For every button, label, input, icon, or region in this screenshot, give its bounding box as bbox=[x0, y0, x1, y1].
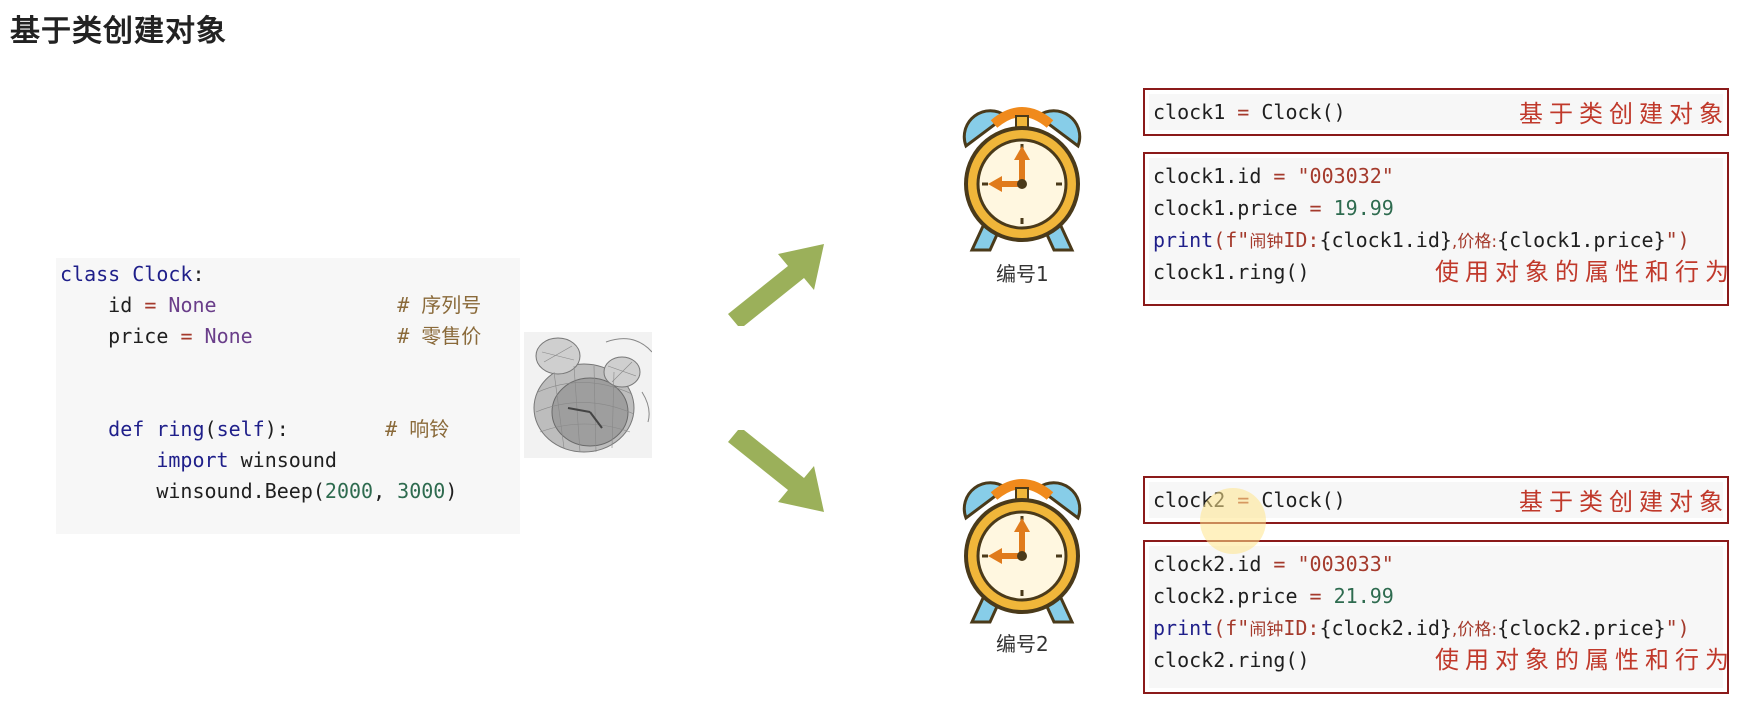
clock1-label: 编号1 bbox=[996, 262, 1049, 286]
clock1-use-note: 使用对象的属性和行为 bbox=[1435, 258, 1735, 286]
clock1-print-line: print(f"闹钟ID:{clock1.id},价格:{clock1.pric… bbox=[1153, 224, 1690, 256]
code-background bbox=[1149, 94, 1723, 130]
code-call: Clock() bbox=[1261, 100, 1346, 124]
code-expr: {clock1.id} bbox=[1319, 228, 1452, 252]
code-call: winsound.Beep( bbox=[156, 479, 325, 503]
code-attr-name: price bbox=[108, 324, 169, 348]
code-line-id: id = None # 序列号 bbox=[60, 289, 481, 321]
clock2-create-box: clock2 = Clock() 基于类创建对象 bbox=[1143, 476, 1729, 524]
code-string: 闹钟 bbox=[1249, 620, 1284, 640]
code-string: ID: bbox=[1283, 228, 1320, 252]
code-module: winsound bbox=[240, 448, 337, 472]
clock2-label: 编号2 bbox=[996, 632, 1049, 656]
code-var: clock1.price bbox=[1153, 196, 1298, 220]
clock2-ring-line: clock2.ring() bbox=[1153, 648, 1310, 672]
code-keyword: def bbox=[108, 417, 145, 441]
code-number: 3000 bbox=[397, 479, 446, 503]
code-string: "003032" bbox=[1297, 164, 1394, 188]
code-string: (f" bbox=[1213, 228, 1250, 252]
code-string: ,价格: bbox=[1451, 620, 1498, 640]
clock1-create-code: clock1 = Clock() bbox=[1153, 96, 1346, 128]
code-method-name: ring bbox=[156, 417, 205, 441]
alarm-clock-icon bbox=[962, 107, 1082, 252]
code-expr: {clock1.price} bbox=[1497, 228, 1666, 252]
code-string: "003033" bbox=[1297, 552, 1394, 576]
code-keyword: import bbox=[156, 448, 229, 472]
code-number: 19.99 bbox=[1333, 196, 1394, 220]
clock2-create-note: 基于类创建对象 bbox=[1519, 488, 1729, 516]
code-comment-hash: # bbox=[385, 417, 398, 441]
clock1-create-box: clock1 = Clock() 基于类创建对象 bbox=[1143, 88, 1729, 136]
code-line-price: price = None # 零售价 bbox=[60, 320, 481, 352]
clock1-price-line: clock1.price = 19.99 bbox=[1153, 192, 1394, 224]
clock1-id-line: clock1.id = "003032" bbox=[1153, 160, 1394, 192]
code-operator: = bbox=[1261, 164, 1298, 188]
pointer-highlight bbox=[1200, 488, 1266, 554]
clock2-id-line: clock2.id = "003033" bbox=[1153, 548, 1394, 580]
code-var: clock2.id bbox=[1153, 552, 1262, 576]
code-value: None bbox=[204, 324, 253, 348]
code-sep: , bbox=[373, 479, 398, 503]
code-self: self bbox=[216, 417, 265, 441]
code-background bbox=[1149, 546, 1723, 688]
clock1-usage-box: clock1.id = "003032" clock1.price = 19.9… bbox=[1143, 152, 1729, 306]
code-number: 2000 bbox=[324, 479, 374, 503]
code-background bbox=[1149, 158, 1723, 300]
code-expr: {clock2.id} bbox=[1319, 616, 1452, 640]
code-operator: = bbox=[1261, 552, 1298, 576]
code-keyword: class bbox=[60, 262, 121, 286]
clock2-use-note: 使用对象的属性和行为 bbox=[1435, 646, 1735, 674]
code-line-beep: winsound.Beep(2000, 3000) bbox=[60, 475, 457, 507]
code-var: clock2.price bbox=[1153, 584, 1298, 608]
code-class-name: Clock bbox=[132, 262, 193, 286]
clock-3d-model-image bbox=[524, 332, 653, 458]
arrow-down-right-icon bbox=[728, 430, 824, 512]
arrow-up-right-icon bbox=[728, 244, 824, 326]
code-number: 21.99 bbox=[1333, 584, 1394, 608]
code-colon: : bbox=[192, 262, 205, 286]
code-string: ,价格: bbox=[1451, 232, 1498, 252]
code-operator: = bbox=[1225, 100, 1262, 124]
code-var: clock1.id bbox=[1153, 164, 1262, 188]
code-comment: 零售价 bbox=[421, 324, 482, 348]
code-value: None bbox=[168, 293, 217, 317]
clock2-price-line: clock2.price = 21.99 bbox=[1153, 580, 1394, 612]
code-string: ID: bbox=[1283, 616, 1320, 640]
code-paren: ): bbox=[264, 417, 289, 441]
code-call: Clock() bbox=[1261, 488, 1346, 512]
code-operator: = bbox=[1297, 196, 1334, 220]
code-function: print bbox=[1153, 616, 1214, 640]
clock1-create-note: 基于类创建对象 bbox=[1519, 100, 1729, 128]
code-string: ") bbox=[1665, 228, 1690, 252]
alarm-clock-icon bbox=[962, 479, 1082, 624]
code-paren: ) bbox=[445, 479, 458, 503]
code-line-class: class Clock: bbox=[60, 258, 205, 290]
clock2-print-line: print(f"闹钟ID:{clock2.id},价格:{clock2.pric… bbox=[1153, 612, 1690, 644]
code-expr: {clock2.price} bbox=[1497, 616, 1666, 640]
code-string: 闹钟 bbox=[1249, 232, 1284, 252]
code-var: clock1 bbox=[1153, 100, 1226, 124]
code-comment: 响铃 bbox=[409, 417, 450, 441]
clock2-usage-box: clock2.id = "003033" clock2.price = 21.9… bbox=[1143, 540, 1729, 694]
code-operator: = bbox=[180, 324, 193, 348]
clock1-ring-line: clock1.ring() bbox=[1153, 260, 1310, 284]
code-comment-hash: # bbox=[397, 293, 410, 317]
code-comment-hash: # bbox=[397, 324, 410, 348]
code-comment: 序列号 bbox=[421, 293, 482, 317]
code-attr-name: id bbox=[108, 293, 133, 317]
code-string: (f" bbox=[1213, 616, 1250, 640]
code-line-def: def ring(self): # 响铃 bbox=[60, 413, 449, 445]
clock-3d-model-icon bbox=[524, 332, 653, 458]
code-operator: = bbox=[1297, 584, 1334, 608]
code-line-import: import winsound bbox=[60, 444, 337, 476]
class-code-block: class Clock: id = None # 序列号 price = Non… bbox=[56, 258, 520, 534]
code-function: print bbox=[1153, 228, 1214, 252]
code-string: ") bbox=[1665, 616, 1690, 640]
page-title: 基于类创建对象 bbox=[10, 14, 227, 49]
code-operator: = bbox=[144, 293, 157, 317]
code-paren: ( bbox=[204, 417, 217, 441]
